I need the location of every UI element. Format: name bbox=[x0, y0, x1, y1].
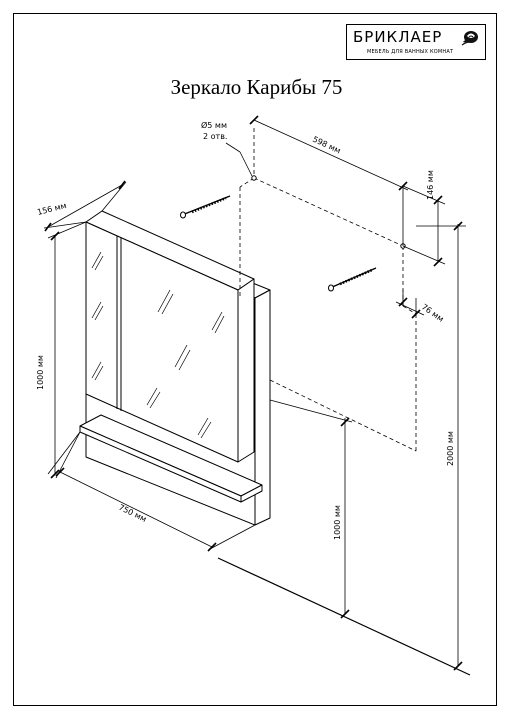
brand-name: БРИКЛАЕР bbox=[353, 28, 443, 46]
dim-label-width: 750 мм bbox=[117, 503, 148, 524]
dim-label-hole-count: 2 отв. bbox=[203, 132, 227, 141]
dim-label-hole-diameter: Ø5 мм bbox=[201, 120, 227, 130]
dim-label-floor-to-holes: 2000 мм bbox=[446, 431, 455, 466]
brand-logo: БРИКЛАЕР МЕБЕЛЬ ДЛЯ ВАННЫХ КОМНАТ bbox=[346, 24, 486, 60]
dim-label-height: 1000 мм bbox=[36, 355, 45, 390]
mounting-hole-left bbox=[251, 175, 257, 181]
floor-line bbox=[217, 557, 471, 676]
dim-label-depth: 156 мм bbox=[36, 201, 67, 217]
mounting-screw-right bbox=[328, 267, 377, 292]
dim-label-floor-to-bottom: 1000 мм bbox=[333, 505, 342, 540]
rose-icon bbox=[461, 31, 478, 46]
dim-label-side-offset: 76 мм bbox=[420, 302, 445, 324]
page-title: Зеркало Карибы 75 bbox=[170, 75, 343, 99]
shelf bbox=[79, 414, 263, 503]
page-frame bbox=[13, 13, 497, 706]
brand-tagline: МЕБЕЛЬ ДЛЯ ВАННЫХ КОМНАТ bbox=[367, 49, 454, 55]
dim-label-vertical-offset: 146 мм bbox=[426, 170, 435, 200]
dim-label-hole-spacing: 598 мм bbox=[311, 135, 342, 156]
mounting-screw-left bbox=[180, 195, 231, 219]
dimension-ticks bbox=[44, 115, 463, 671]
dimension-lines bbox=[43, 119, 466, 666]
mirror-cabinet bbox=[85, 210, 255, 463]
